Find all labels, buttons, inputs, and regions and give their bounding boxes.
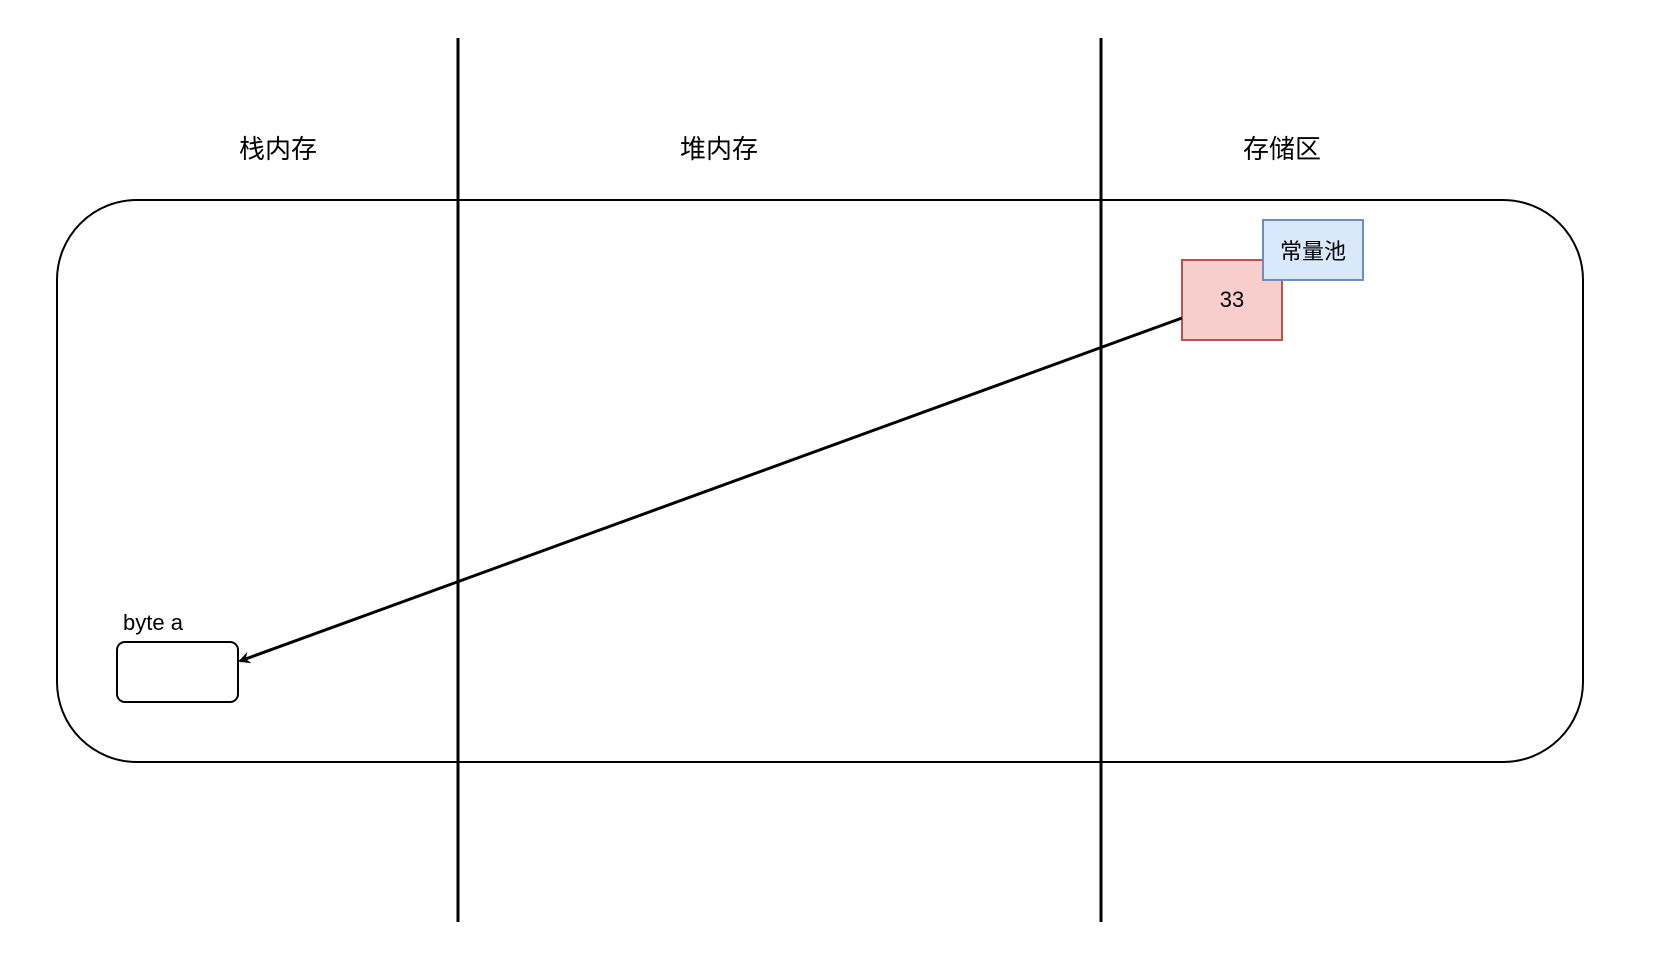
value-text: 33 (1219, 287, 1245, 312)
reference-arrow (238, 316, 1183, 664)
constant-pool-box[interactable] (1262, 219, 1364, 281)
constant-pool-label: 常量池 (1279, 240, 1346, 265)
storage-area-label: 存储区 (1242, 135, 1321, 165)
memory-container (56, 199, 1584, 763)
heap-memory-label: 堆内存 (679, 135, 758, 165)
variable-box[interactable] (116, 641, 239, 703)
stack-memory-label: 栈内存 (238, 135, 317, 165)
variable-label: byte a (123, 610, 183, 635)
